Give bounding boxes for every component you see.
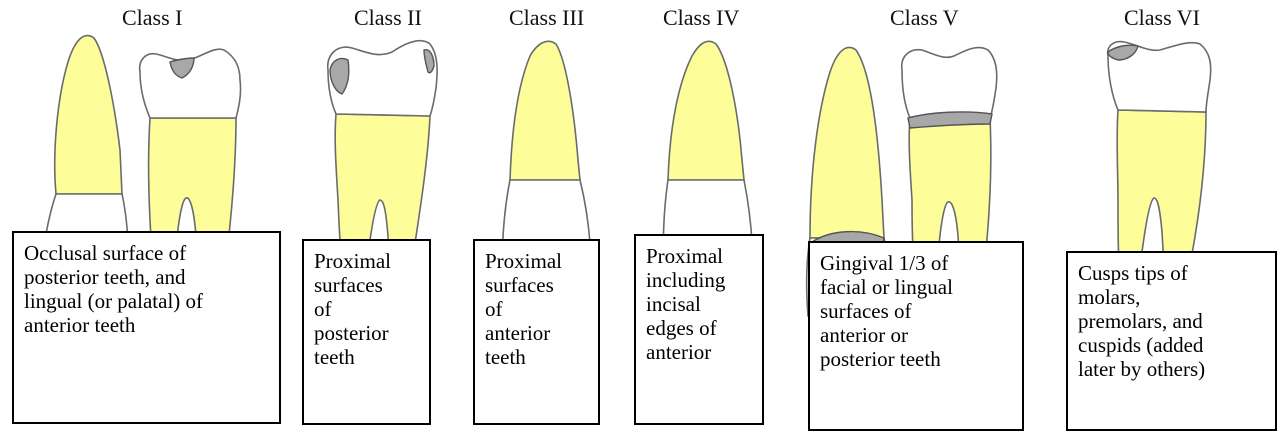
class-1-title: Class I [122,5,183,31]
class-1-description-line: Occlusal surface of [24,241,269,265]
class-1-description-line: anterior teeth [24,313,269,337]
class-1-description-box: Occlusal surface of posterior teeth, and… [12,231,281,424]
class-6-description-line: Cusps tips of [1078,261,1265,285]
class-4-description-box: Proximal including incisal edges of ante… [634,234,764,425]
class-5-description-line: posterior teeth [820,347,1012,371]
class-6-description-box: Cusps tips of molars, premolars, and cus… [1066,251,1277,431]
class-3-description-line: surfaces [485,273,588,297]
class-1-description-line: lingual (or palatal) of [24,289,269,313]
class-6-description-line: cuspids (added [1078,333,1265,357]
class-4-title: Class IV [663,5,739,31]
class-3-description-line: teeth [485,345,588,369]
class-1-incisor-root [55,36,122,194]
class-5-description-line: anterior or [820,323,1012,347]
class-6-title: Class VI [1124,5,1200,31]
class-4-description-line: Proximal [646,244,752,268]
class-5-incisor-root [810,48,884,238]
class-4-root [668,41,744,180]
class-3-description-line: of [485,297,588,321]
class-2-description-line: of [314,297,419,321]
class-5-description-box: Gingival 1/3 of facial or lingual surfac… [808,241,1024,431]
class-4-description-line: edges of [646,316,752,340]
class-3-description-box: Proximal surfaces of anterior teeth [473,239,600,425]
class-3-description-line: anterior [485,321,588,345]
class-4-description-line: anterior [646,340,752,364]
class-5-description-line: Gingival 1/3 of [820,251,1012,275]
class-6-description-line: molars, [1078,285,1265,309]
class-6-description-line: later by others) [1078,357,1265,381]
class-2-description-line: posterior [314,321,419,345]
class-3-description-line: Proximal [485,249,588,273]
class-2-description-line: teeth [314,345,419,369]
class-5-molar-crown [902,48,997,118]
class-1-description-line: posterior teeth, and [24,265,269,289]
class-5-description-line: surfaces of [820,299,1012,323]
class-6-description-line: premolars, and [1078,309,1265,333]
class-3-title: Class III [509,5,584,31]
class-4-description-line: including [646,268,752,292]
class-4-description-line: incisal [646,292,752,316]
class-5-description-line: facial or lingual [820,275,1012,299]
class-2-description-box: Proximal surfaces of posterior teeth [302,239,431,425]
class-3-root [510,41,580,180]
class-2-description-line: Proximal [314,249,419,273]
class-2-description-line: surfaces [314,273,419,297]
class-5-title: Class V [890,5,959,31]
class-2-title: Class II [354,5,422,31]
